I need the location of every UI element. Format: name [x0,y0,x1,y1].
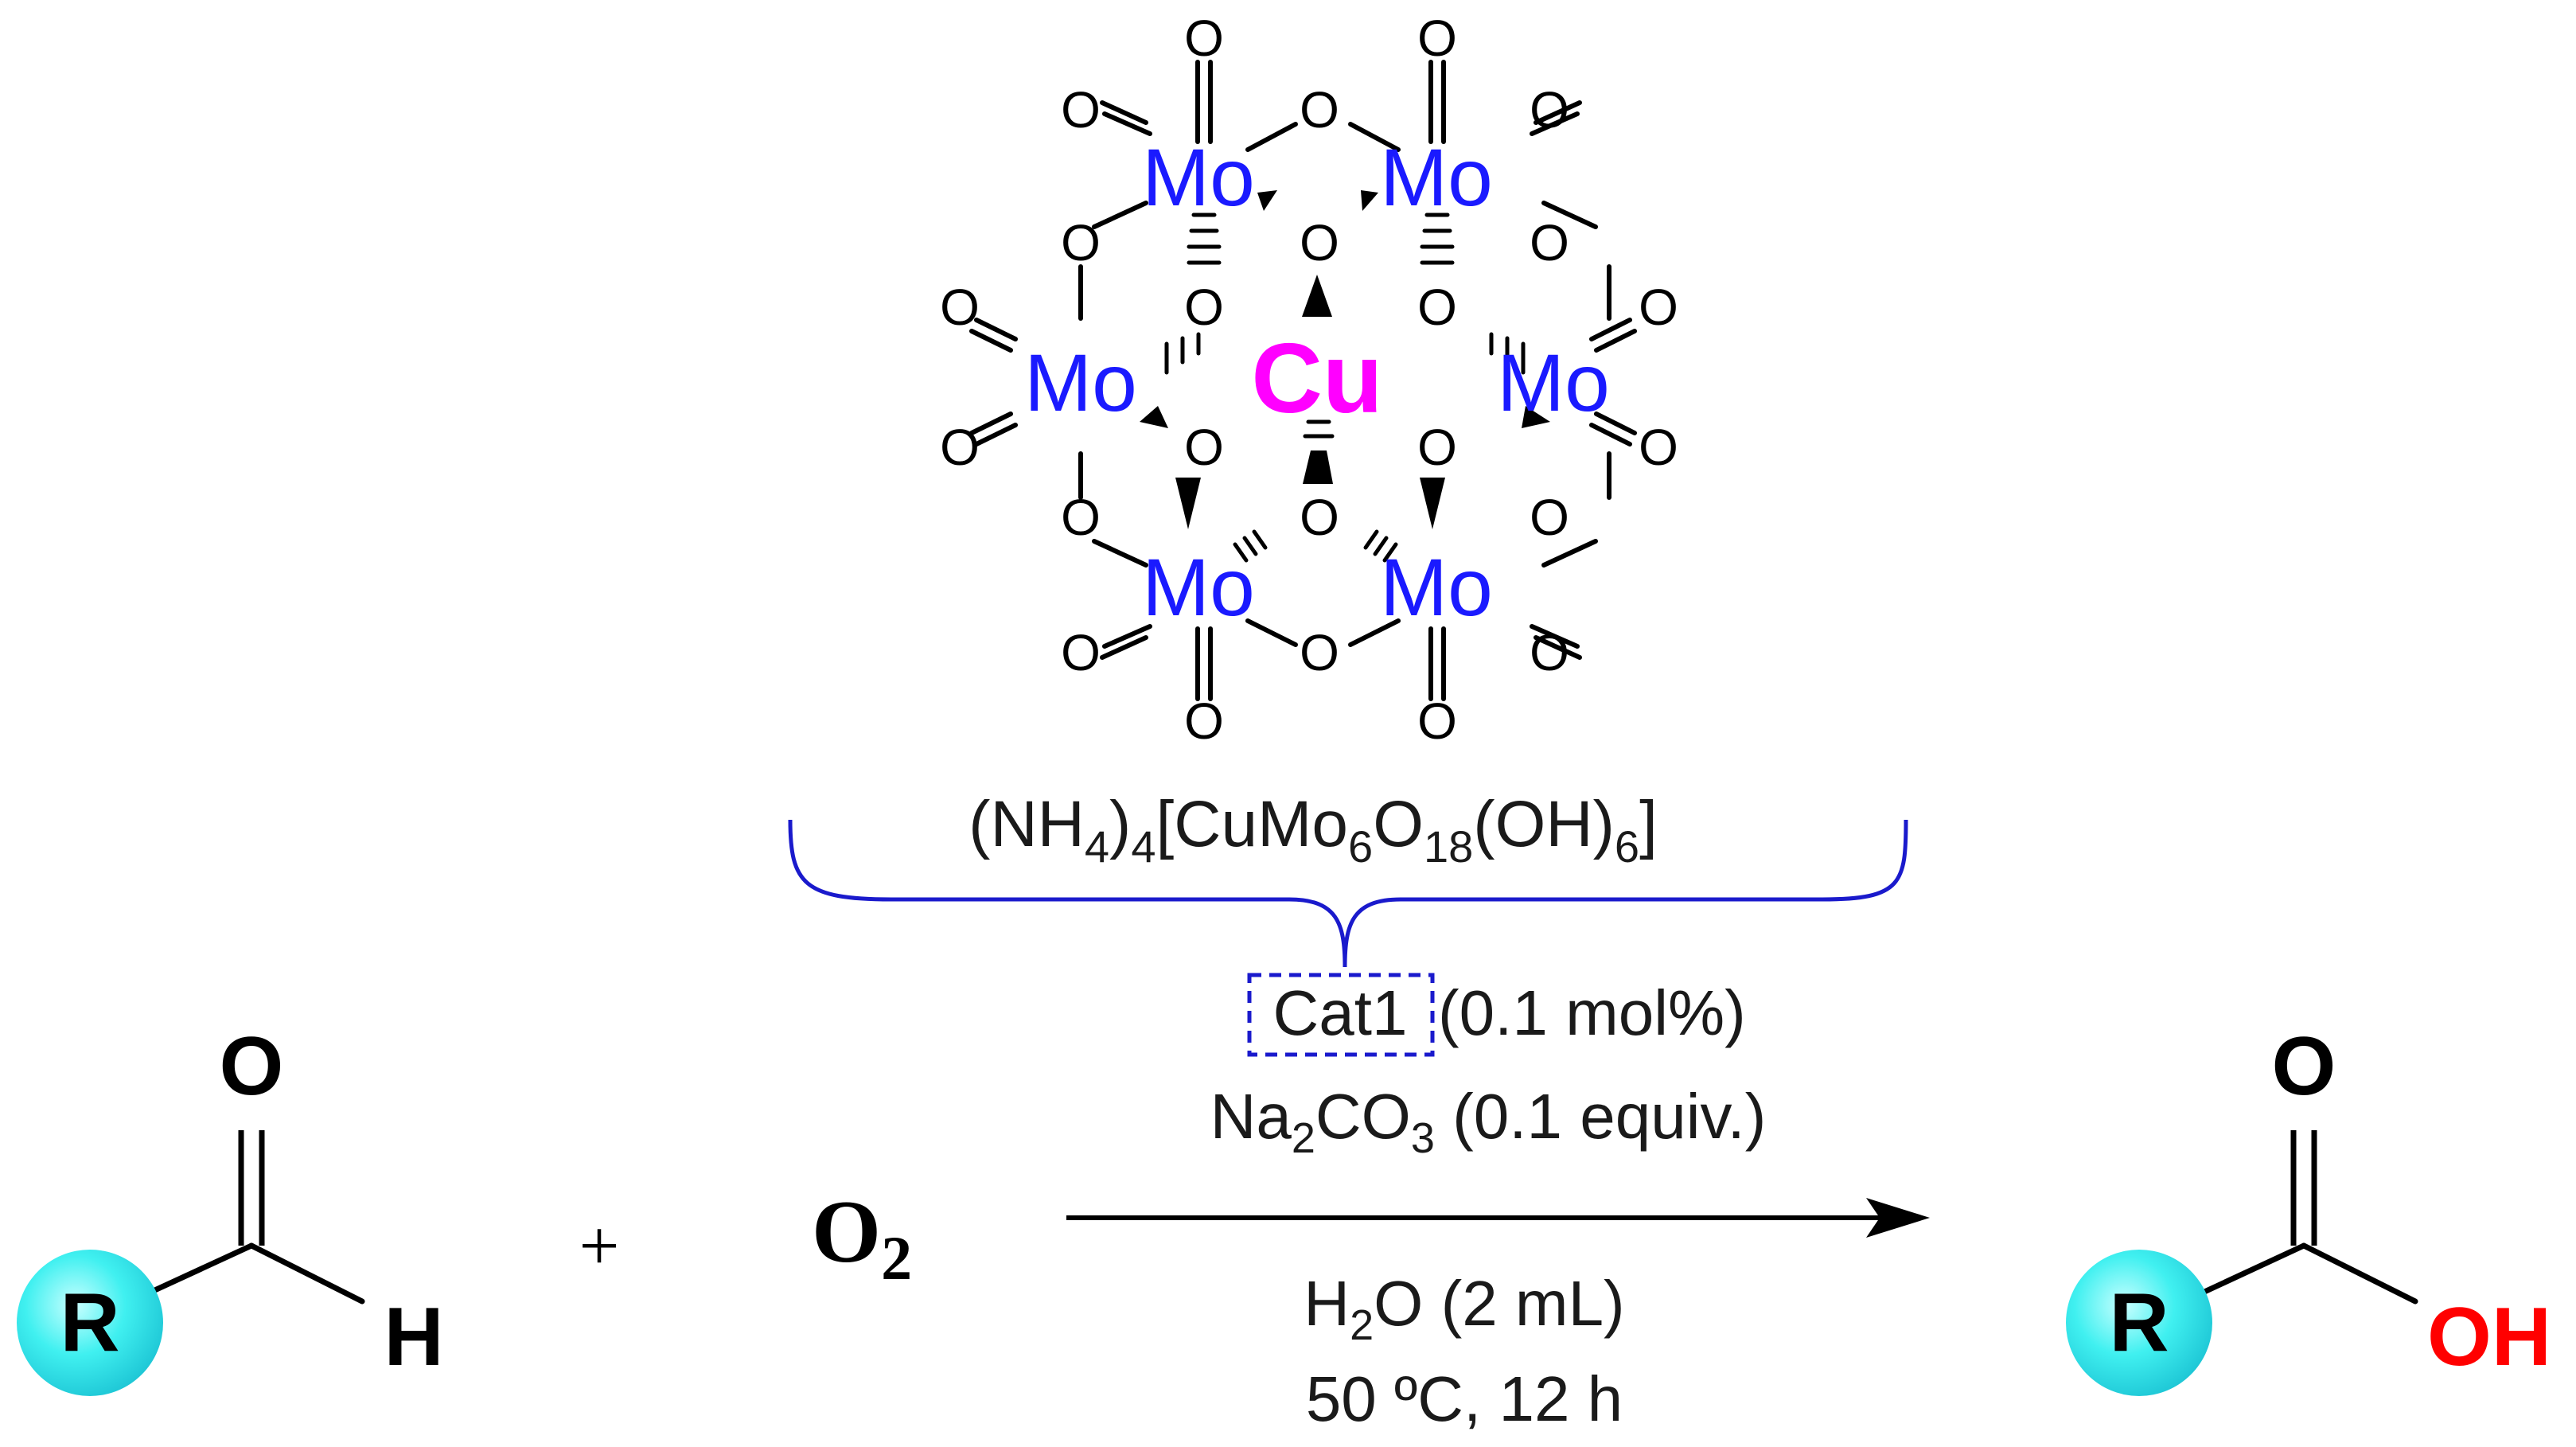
oxygen-label: O [1530,624,1569,681]
structure-bonds [969,60,1637,701]
oxygen-label: O [1300,624,1339,681]
r-group-sphere [2066,1250,2212,1396]
r-group-label: R [2109,1277,2169,1369]
oxygen-label: O [1300,214,1339,271]
base-reagent: Na2CO3 (0.1 equiv.) [1210,1081,1767,1162]
temperature-time-condition: 50 ºC, 12 h [1306,1363,1623,1434]
cat1-highlight-box [1247,973,1435,1057]
hydroxyl-label: OH [2427,1291,2551,1383]
oxygen-label: O [1061,81,1101,138]
oxygen-label: O [940,279,980,336]
r-group-label: R [60,1277,119,1369]
oxygen-label: O [1639,419,1678,476]
catalyst-structure: O O O O O O O O O O O O O O O O O O O O … [940,10,1678,750]
r-group-sphere [17,1250,163,1396]
oxygen-label: O [1184,692,1224,750]
carbonyl-oxygen-label: O [2272,1020,2336,1113]
oxygen-label: O [1061,624,1101,681]
molybdenum-label: Mo [1142,132,1255,223]
copper-center-label: Cu [1251,324,1382,434]
oxygen-label: O [1184,279,1224,336]
structure-wedge-bonds [1140,190,1550,529]
oxygen-label: O [1530,489,1569,546]
catalyst-loading: (0.1 mol%) [1438,977,1746,1048]
molybdenum-label: Mo [1024,337,1137,428]
aldehyde-hydrogen-label: H [384,1291,443,1383]
oxygen-label: O [1417,279,1457,336]
reactant-aldehyde: R O H [17,1020,444,1396]
oxygen-label: O [1184,10,1224,67]
carbonyl-oxygen-label: O [220,1020,284,1113]
catalyst-formula: (NH4)4[CuMo6O18(OH)6] [968,788,1658,872]
oxygen-label: O [1061,214,1101,271]
oxygen-atom-labels: O O O O O O O O O O O O O O O O O O O O … [940,10,1678,750]
oxygen-label: O [1184,419,1224,476]
cat1-label: Cat1 [1273,977,1408,1048]
oxygen-label: O [1417,419,1457,476]
oxygen-label: O [940,419,980,476]
oxygen-label: O [1061,489,1101,546]
molybdenum-label: Mo [1380,132,1493,223]
oxygen-label: O [1300,489,1339,546]
oxygen-label: O [1530,214,1569,271]
structure-hashed-bonds [1164,213,1526,563]
oxygen-reagent: O2 [812,1183,912,1293]
plus-sign: + [579,1207,620,1285]
curly-brace [788,819,1908,968]
oxygen-label: O [1530,81,1569,138]
reaction-arrow-head [1866,1198,1930,1238]
molybdenum-label: Mo [1497,337,1610,428]
oxygen-label: O [1417,10,1457,67]
molybdenum-label: Mo [1380,542,1493,633]
oxygen-label: O [1300,81,1339,138]
product-carboxylic-acid: R O OH [2066,1020,2551,1396]
molybdenum-label: Mo [1142,542,1255,633]
oxygen-label: O [1417,692,1457,750]
solvent-condition: H2O (2 mL) [1304,1268,1624,1349]
molybdenum-atom-labels: Mo Mo Mo Mo Mo Mo [1024,132,1610,633]
oxygen-label: O [1639,279,1678,336]
